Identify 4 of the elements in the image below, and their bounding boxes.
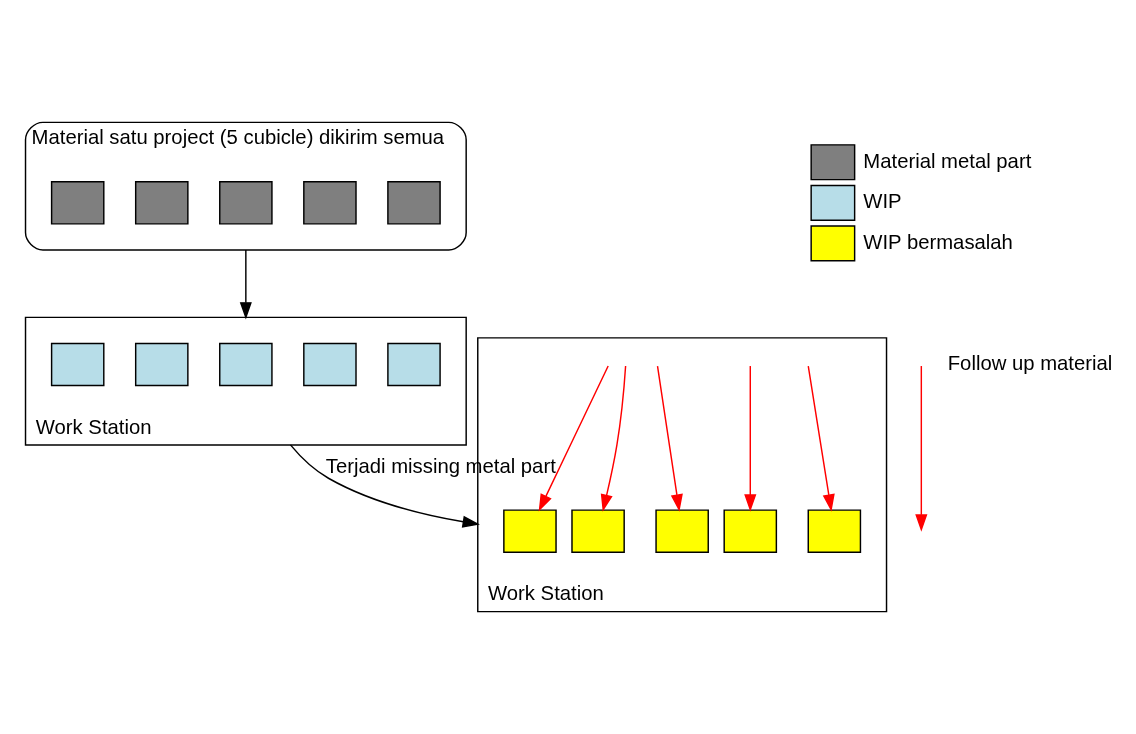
legend-label: WIP [863,190,902,213]
legend-label: Follow up material [947,351,1113,374]
legend-label: Material metal part [863,149,1032,172]
legend-label: WIP bermasalah [863,230,1013,253]
